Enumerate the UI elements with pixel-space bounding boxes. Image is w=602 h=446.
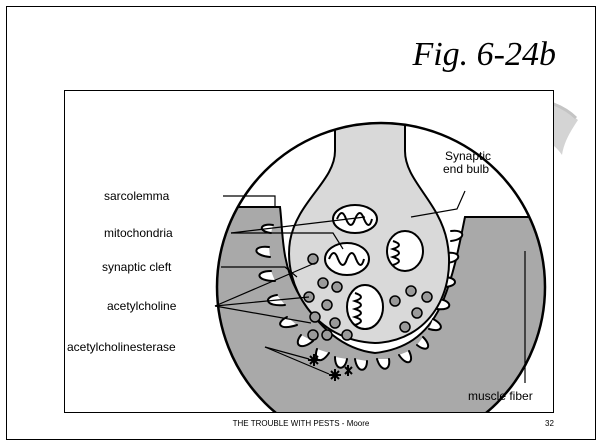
slide-footer: THE TROUBLE WITH PESTS - Moore (0, 419, 602, 428)
figure-title: Fig. 6-24b (412, 36, 556, 74)
label-synaptic-cleft: synaptic cleft (102, 260, 171, 274)
synapse-diagram: sarcolemma mitochondria synaptic cleft a… (64, 90, 554, 413)
diagram-drawing (65, 91, 554, 413)
label-end-bulb-line2: end bulb (443, 162, 489, 176)
circle-contents (205, 91, 545, 413)
label-muscle-fiber: muscle fiber (468, 389, 533, 403)
label-mitochondria: mitochondria (104, 226, 173, 240)
label-sarcolemma: sarcolemma (104, 189, 169, 203)
page-number: 32 (545, 419, 554, 428)
label-acetylcholinesterase: acetylcholinesterase (67, 340, 176, 354)
label-acetylcholine: acetylcholine (107, 299, 176, 313)
label-end-bulb-line1: Synaptic (445, 149, 491, 163)
